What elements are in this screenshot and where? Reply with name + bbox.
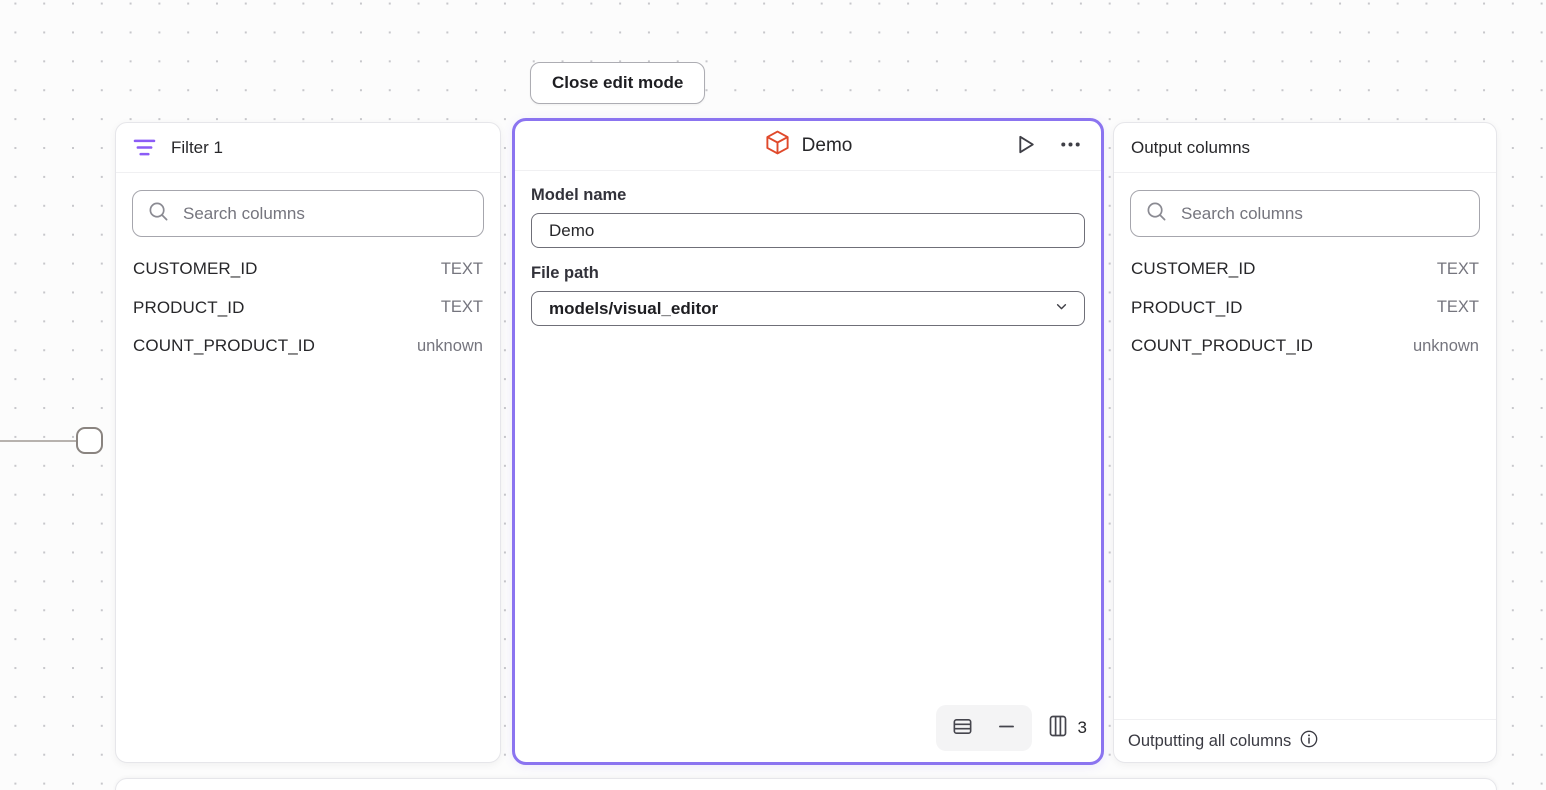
column-name: PRODUCT_ID (133, 297, 245, 317)
column-type: TEXT (440, 298, 483, 316)
column-row[interactable]: CUSTOMER_ID TEXT (116, 250, 500, 289)
output-search-box[interactable] (1130, 190, 1480, 237)
column-name: COUNT_PRODUCT_ID (1131, 336, 1314, 355)
search-icon (1146, 201, 1167, 227)
collapse-results-button[interactable] (994, 714, 1019, 742)
info-icon[interactable] (1299, 729, 1319, 754)
ellipsis-icon (1059, 133, 1082, 159)
column-type: unknown (416, 336, 483, 355)
edge-connector-line (0, 440, 77, 442)
column-row[interactable]: CUSTOMER_ID TEXT (1114, 250, 1496, 289)
results-toggle-group (935, 705, 1032, 751)
show-results-table-button[interactable] (949, 713, 976, 743)
output-footer-text: Outputting all columns (1128, 731, 1292, 750)
more-options-button[interactable] (1057, 131, 1084, 161)
column-row[interactable]: PRODUCT_ID TEXT (1114, 289, 1496, 328)
filter-panel-title: Filter 1 (171, 137, 223, 157)
output-panel-title: Output columns (1131, 137, 1251, 157)
output-panel-footer: Outputting all columns (1114, 719, 1496, 762)
results-preview-panel[interactable] (115, 778, 1497, 790)
search-icon (148, 201, 169, 227)
output-panel-header: Output columns (1114, 123, 1496, 173)
model-name-label: Model name (531, 186, 627, 204)
chevron-down-icon (1053, 298, 1070, 320)
file-path-value: models/visual_editor (549, 298, 719, 318)
filter-search-input[interactable] (181, 202, 468, 225)
filter-panel-header: Filter 1 (116, 123, 500, 173)
connector-handle[interactable] (76, 427, 103, 454)
column-count-value: 3 (1077, 718, 1087, 737)
output-column-list: CUSTOMER_ID TEXT PRODUCT_ID TEXT COUNT_P… (1114, 250, 1496, 366)
column-name: CUSTOMER_ID (133, 259, 258, 278)
column-name: PRODUCT_ID (1131, 297, 1243, 317)
model-panel-title: Demo (801, 134, 853, 156)
play-icon (1013, 132, 1038, 160)
column-row[interactable]: PRODUCT_ID TEXT (116, 289, 500, 328)
filter-node-panel[interactable]: Filter 1 CUSTOMER_ID TEXT PRODUCT_ID (115, 122, 501, 763)
close-edit-mode-button[interactable]: Close edit mode (530, 62, 706, 104)
model-cube-icon (764, 129, 791, 162)
model-panel-header: Demo (515, 121, 1101, 171)
model-panel-footer: 3 (935, 705, 1087, 751)
column-count-indicator[interactable]: 3 (1047, 714, 1087, 743)
filter-search-box[interactable] (132, 190, 484, 237)
model-name-input[interactable] (531, 213, 1085, 248)
filter-column-list: CUSTOMER_ID TEXT PRODUCT_ID TEXT COUNT_P… (116, 250, 500, 366)
column-name: COUNT_PRODUCT_ID (133, 336, 316, 355)
column-type: TEXT (1436, 298, 1479, 316)
column-row[interactable]: COUNT_PRODUCT_ID unknown (1114, 327, 1496, 366)
file-path-select[interactable]: models/visual_editor (531, 291, 1085, 326)
output-search-input[interactable] (1179, 202, 1464, 225)
column-type: TEXT (440, 259, 483, 278)
filter-icon (133, 138, 156, 157)
table-rows-icon (951, 715, 974, 741)
column-name: CUSTOMER_ID (1131, 259, 1256, 278)
table-columns-icon (1047, 714, 1069, 743)
column-type: TEXT (1436, 259, 1479, 278)
output-columns-panel[interactable]: Output columns CUSTOMER_ID TEXT PRODUCT_… (1113, 122, 1497, 763)
column-type: unknown (1412, 336, 1479, 355)
file-path-label: File path (531, 264, 599, 282)
model-node-panel[interactable]: Demo (512, 118, 1104, 765)
column-row[interactable]: COUNT_PRODUCT_ID unknown (116, 327, 500, 366)
minus-icon (996, 716, 1017, 740)
run-model-button[interactable] (1011, 130, 1040, 162)
